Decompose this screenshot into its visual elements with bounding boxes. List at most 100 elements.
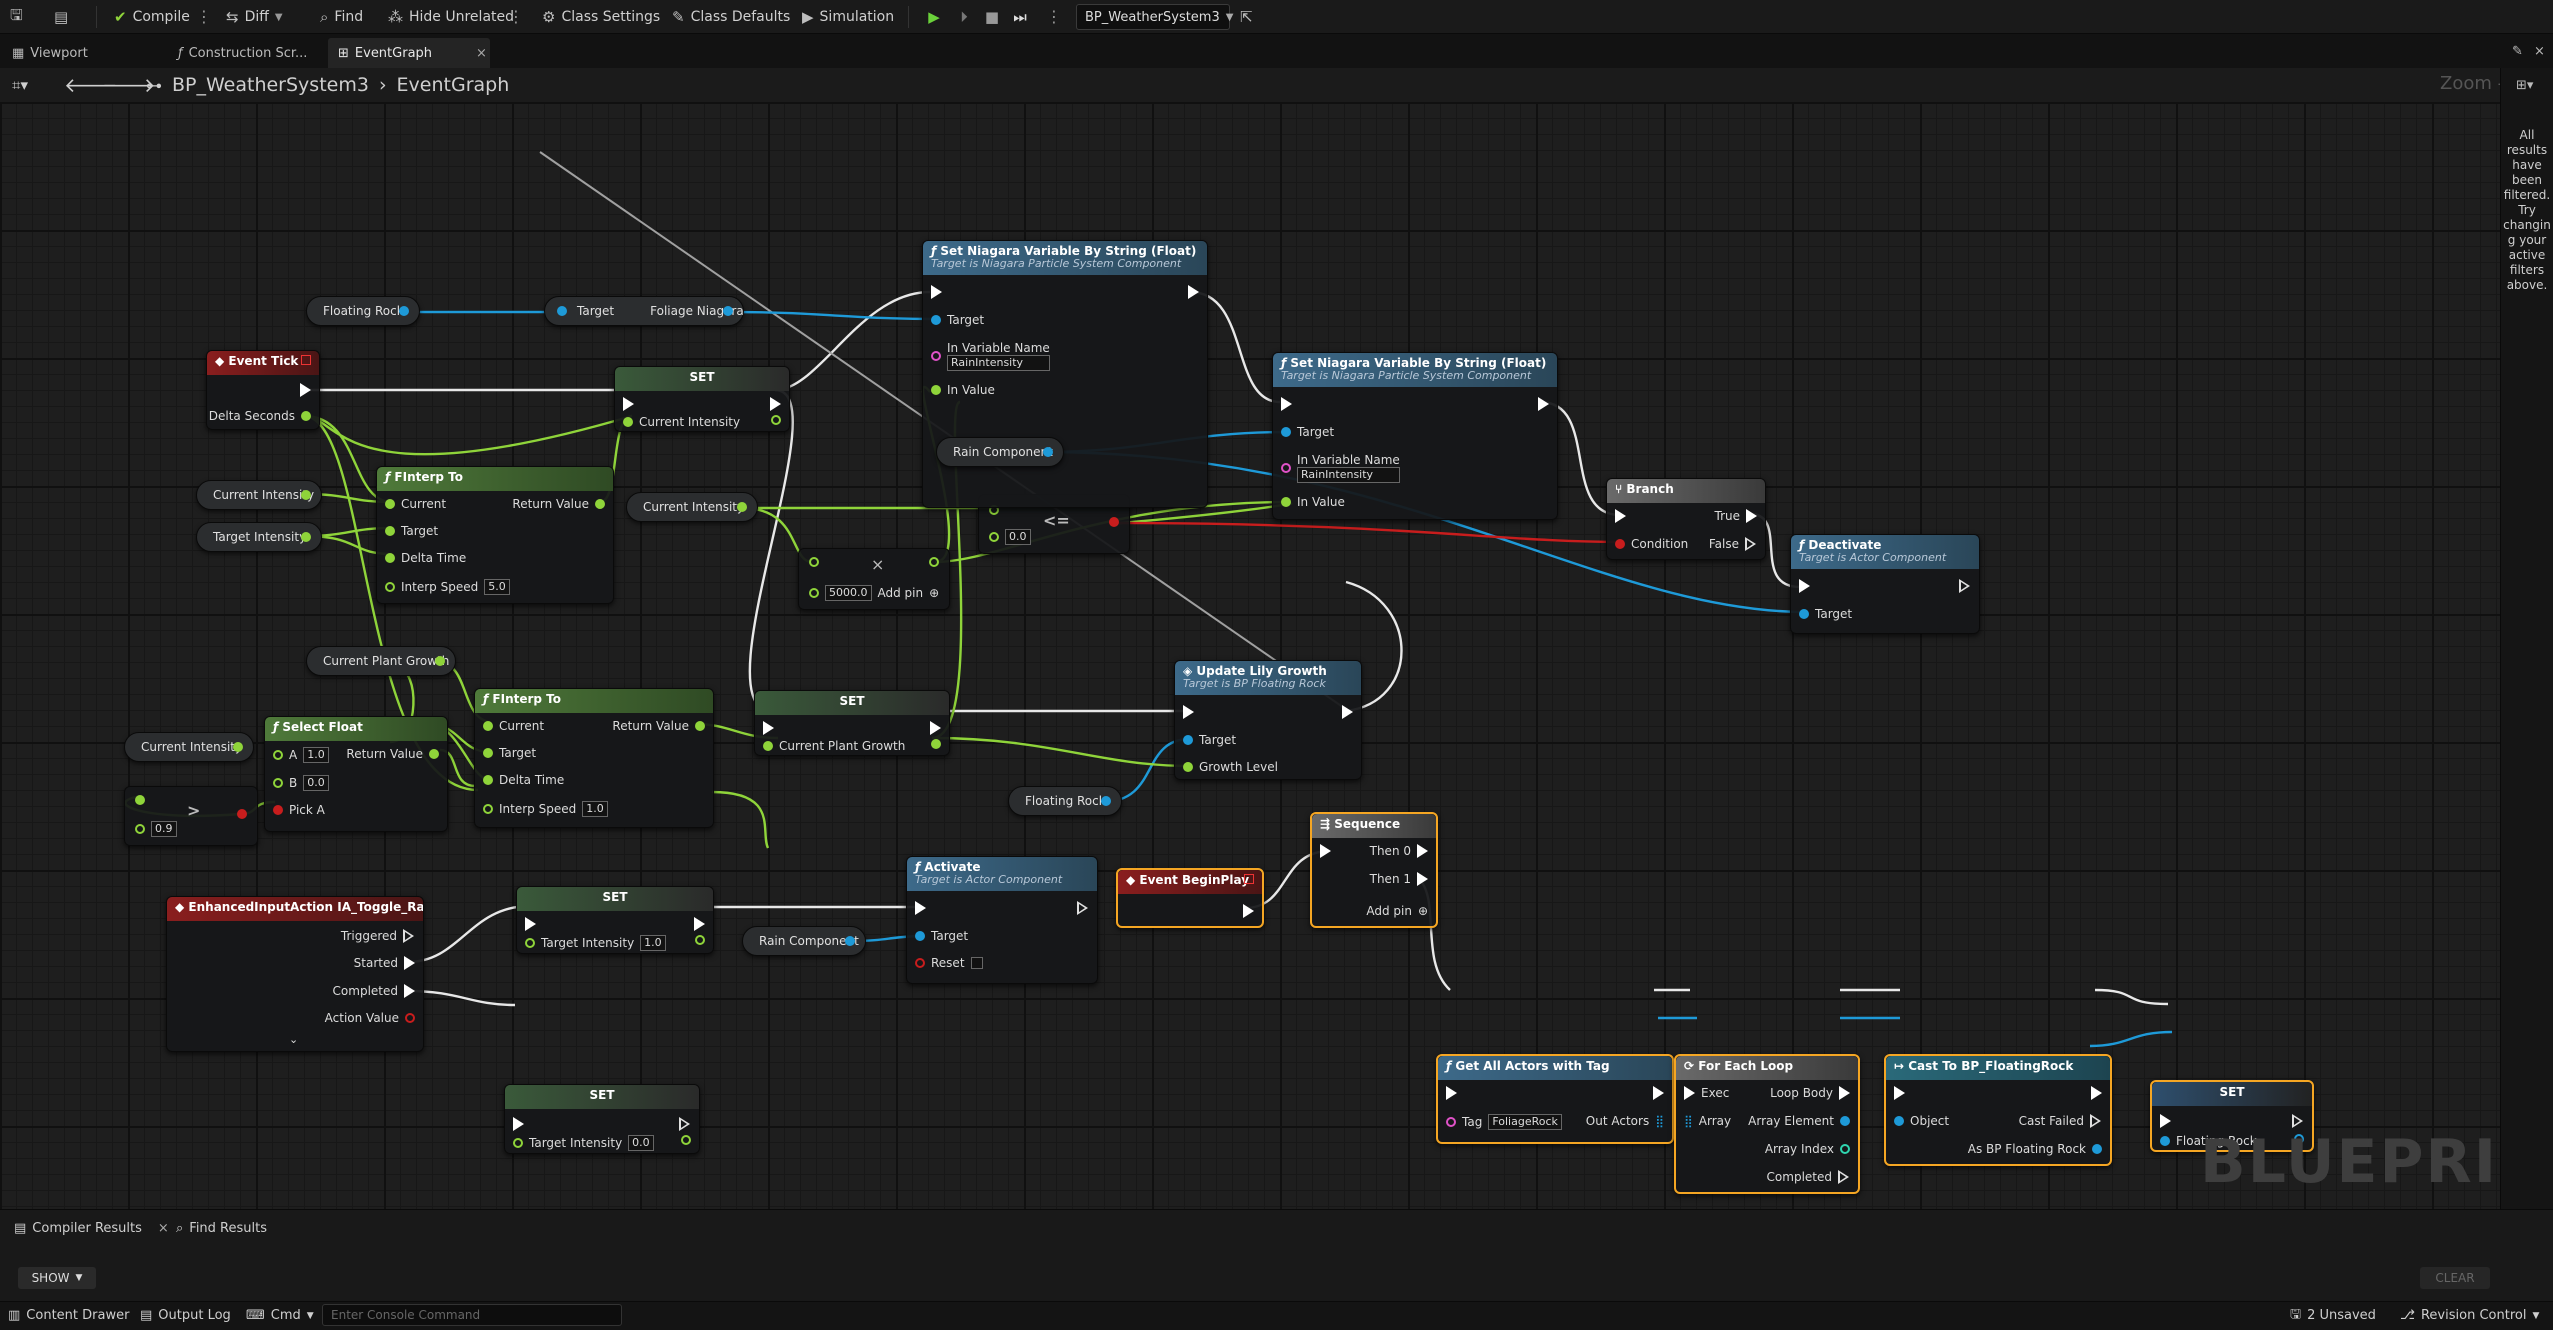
content-drawer-icon: ▥ (8, 1308, 21, 1323)
class-settings-button[interactable]: ⚙Class Settings (542, 8, 661, 26)
save-icon[interactable]: 🖫 (10, 5, 23, 24)
floating-rock-variable[interactable]: Floating Rock (306, 296, 420, 326)
play-icon[interactable]: ▶ (928, 8, 940, 26)
chevron-down-icon[interactable]: ⌄ (289, 1033, 299, 1046)
rain-component-variable[interactable]: Rain Component (936, 437, 1064, 467)
enhanced-input-action-node[interactable]: ◆ EnhancedInputAction IA_Toggle_Rain Tri… (166, 896, 424, 1052)
add-pin-icon[interactable]: ⊕ (929, 586, 940, 600)
event-beginplay-node[interactable]: ◆ Event BeginPlay (1116, 868, 1264, 928)
blueprint-watermark: BLUEPRINT (2200, 1127, 2500, 1197)
array-grid-icon: ⣿ (1684, 1114, 1693, 1128)
sequence-node[interactable]: ⇶ Sequence Then 0 Then 1 Add pin⊕ (1310, 812, 1438, 928)
current-intensity-variable[interactable]: Current Intensity (626, 492, 758, 522)
finterp-to-node[interactable]: ƒ FInterp To Current Return Value Target… (376, 466, 614, 604)
close-icon[interactable]: × (2534, 43, 2545, 59)
function-icon: ƒ (273, 720, 283, 734)
event-tick-node[interactable]: ◆ Event Tick Delta Seconds (206, 350, 320, 430)
cmd-selector[interactable]: ⌨Cmd▼ (246, 1308, 314, 1323)
current-intensity-variable[interactable]: Current Intensity (124, 732, 254, 762)
add-pin-icon[interactable]: ⊕ (1417, 904, 1428, 918)
function-icon: ƒ (483, 692, 493, 706)
breadcrumb-blueprint[interactable]: BP_WeatherSystem3 (172, 74, 369, 96)
revision-control-icon: ⎇ (2400, 1308, 2415, 1323)
graph-options-icon[interactable]: ⌗▾ (12, 76, 28, 94)
wire-exec (1189, 290, 1281, 404)
set-niagara-variable-node[interactable]: ƒ Set Niagara Variable By String (Float)… (1272, 352, 1558, 520)
finterp-to-node[interactable]: ƒ FInterp To Current Return Value Target… (474, 688, 714, 828)
panel-layout-icon[interactable]: ⊞▾ (2516, 77, 2534, 93)
floating-rock-variable[interactable]: Floating Rock (1008, 786, 1122, 816)
tab-find-results[interactable]: ⌕Find Results (176, 1220, 267, 1236)
eject-icon[interactable]: ⏭ (1013, 8, 1027, 26)
main-toolbar (0, 0, 2553, 34)
set-niagara-variable-node[interactable]: ƒ Set Niagara Variable By String (Float)… (922, 240, 1208, 508)
breadcrumb-graph[interactable]: EventGraph (396, 74, 510, 96)
function-icon: ƒ (1799, 538, 1809, 552)
toolbar-divider (908, 6, 909, 28)
hide-unrelated-options-icon[interactable]: ⋮ (508, 7, 524, 27)
set-current-plant-growth-node[interactable]: SET Current Plant Growth (754, 690, 950, 756)
forward-arrow-icon[interactable]: 🡒 (102, 73, 156, 97)
current-intensity-variable[interactable]: Current Intensity (196, 480, 322, 510)
tab-viewport[interactable]: ▦Viewport (12, 45, 88, 61)
browse-icon[interactable]: ▤ (54, 8, 69, 26)
class-defaults-button[interactable]: ✎Class Defaults (672, 8, 791, 26)
stop-icon[interactable]: ■ (984, 8, 1000, 26)
output-log-button[interactable]: ▤Output Log (140, 1308, 231, 1323)
for-each-loop-node[interactable]: ⟳ For Each Loop Exec Loop Body ⣿Array Ar… (1674, 1054, 1860, 1194)
revision-control-button[interactable]: ⎇Revision Control▼ (2400, 1308, 2540, 1323)
debug-browse-icon[interactable]: ⇱ (1240, 8, 1253, 26)
hide-unrelated-button[interactable]: ⁂Hide Unrelated (388, 8, 515, 26)
find-button[interactable]: ⌕Find (320, 8, 364, 26)
content-drawer-button[interactable]: ▥Content Drawer (8, 1308, 130, 1323)
rain-component-variable[interactable]: Rain Component (742, 926, 866, 956)
close-icon[interactable]: × (157, 1220, 169, 1236)
set-current-intensity-node[interactable]: SET Current Intensity (614, 366, 790, 432)
wire-object (2089, 1030, 2173, 1048)
greater-than-node[interactable]: > 0.9 (124, 786, 258, 846)
show-filter-button[interactable]: SHOW▼ (18, 1267, 96, 1289)
tab-compiler-results[interactable]: ▤Compiler Results× (14, 1220, 169, 1236)
wire-bool (1112, 521, 1621, 544)
chevron-right-icon: › (378, 74, 387, 96)
diff-button[interactable]: ⇆Diff▼ (226, 8, 283, 26)
wire-exec (1539, 400, 1621, 517)
back-arrow-icon[interactable]: 🡐 (64, 73, 118, 97)
class-defaults-icon: ✎ (672, 8, 685, 26)
branch-icon: ⑂ (1615, 482, 1627, 496)
function-icon: ƒ (931, 244, 941, 258)
simulation-button[interactable]: ▶Simulation (802, 8, 895, 26)
compile-options-icon[interactable]: ⋮ (196, 7, 212, 27)
debug-object-select[interactable]: BP_WeatherSystem3▼ (1076, 4, 1233, 30)
unsaved-indicator[interactable]: 🖫2 Unsaved (2290, 1303, 2376, 1328)
console-command-input[interactable]: Enter Console Command (322, 1304, 622, 1326)
reset-checkbox[interactable] (970, 957, 983, 969)
cast-to-floating-rock-node[interactable]: ↦ Cast To BP_FloatingRock Object Cast Fa… (1884, 1054, 2112, 1166)
tab-event-graph[interactable]: ⊞EventGraph× (338, 45, 487, 61)
current-plant-growth-variable[interactable]: Current Plant Growth (306, 646, 456, 676)
details-edit-icon[interactable]: ✎ (2512, 43, 2523, 59)
compiler-results-icon: ▤ (14, 1220, 27, 1236)
compile-button[interactable]: ✔Compile (114, 8, 190, 26)
target-intensity-variable[interactable]: Target Intensity (196, 522, 322, 552)
clear-button[interactable]: CLEAR (2420, 1267, 2490, 1289)
close-icon[interactable]: × (476, 45, 487, 61)
breadcrumb: ⊶ BP_WeatherSystem3 › EventGraph (146, 70, 509, 100)
chevron-down-icon: ▼ (306, 1310, 314, 1321)
branch-node[interactable]: ⑂ Branch True Condition False (1606, 478, 1766, 560)
play-options-icon[interactable]: ⋮ (1046, 7, 1062, 27)
step-icon[interactable]: ⏵ (960, 8, 968, 26)
set-floating-rock-node[interactable]: SET Floating Rock (2150, 1080, 2314, 1152)
save-icon: 🖫 (2290, 1306, 2302, 1322)
